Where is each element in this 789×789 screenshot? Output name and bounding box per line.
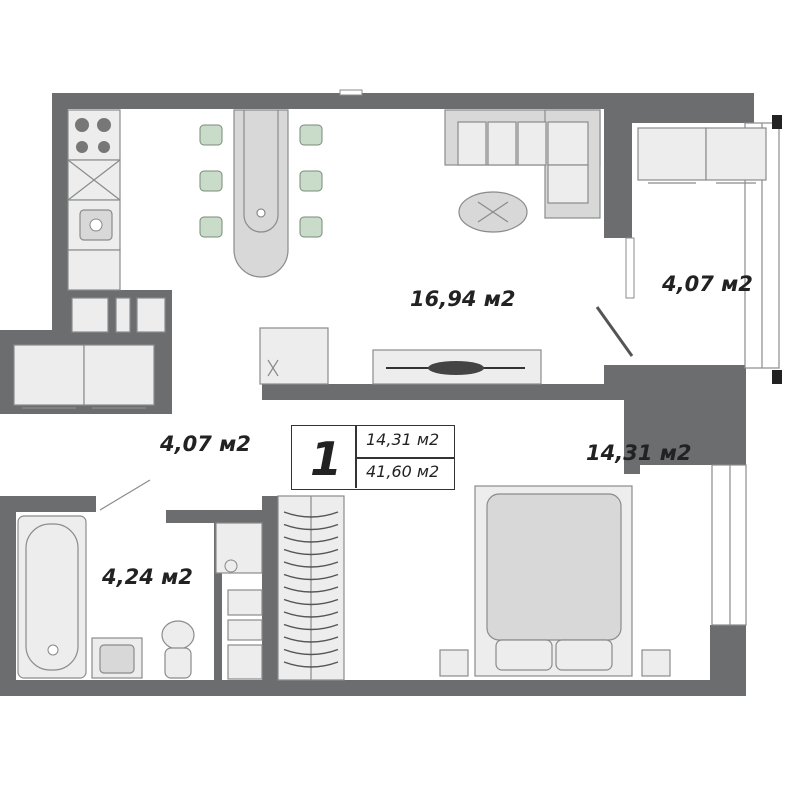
room-area-living-kitchen: 16,94 м2 [410,287,516,311]
living-furniture [259,327,542,385]
hanger [283,586,339,593]
badge-divider-horizontal [355,457,455,459]
hanger [283,573,339,581]
hanger [283,636,339,643]
kitchen [67,109,166,333]
room-area-hallway: 4,07 м2 [160,432,251,456]
balcony-door [595,306,634,357]
hanger [283,523,339,531]
hanger [283,548,339,556]
apartment-summary-badge: 1 14,31 м2 41,60 м2 [291,425,455,490]
room-area-bathroom: 4,24 м2 [102,565,193,589]
hanger [283,611,339,618]
hanger [283,561,339,568]
living-area: 14,31 м2 [366,430,440,449]
hallway-door [99,479,151,511]
balcony-furniture [625,127,767,299]
sofa [444,109,601,233]
room-area-bedroom: 14,31 м2 [586,441,692,465]
closet-hangers [283,511,339,668]
dining-table [199,109,323,278]
hanger [283,536,339,543]
hallway-wardrobe [13,344,155,409]
bed [439,485,671,677]
hanger [283,623,339,631]
total-area: 41,60 м2 [366,462,440,481]
hanger [283,661,339,668]
bathroom-fixtures [17,515,263,680]
room-area-balcony: 4,07 м2 [662,272,753,296]
hanger [283,511,339,518]
rooms-count: 1 [310,432,343,486]
hanger [283,648,339,656]
hanger [283,598,339,606]
